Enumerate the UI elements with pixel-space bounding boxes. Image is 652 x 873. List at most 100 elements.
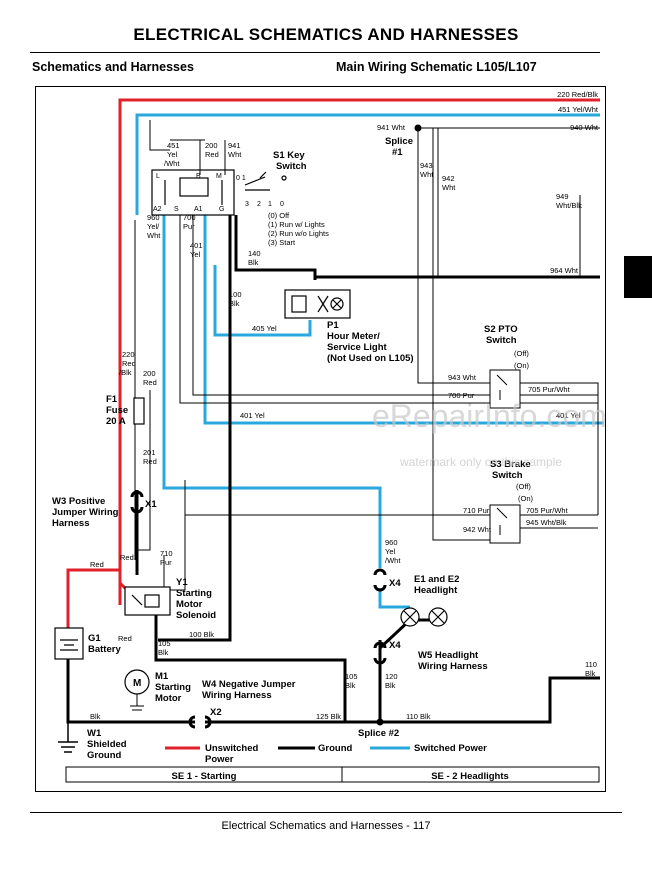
brake-off-label: (Off)	[516, 482, 531, 491]
fuse-body	[133, 397, 145, 425]
pto-off-label: (Off)	[514, 349, 529, 358]
watermark-logo: eRepairInfo.com	[372, 398, 607, 434]
terminal-g: G	[219, 206, 224, 213]
footer-rule	[30, 812, 622, 813]
headlights-body	[400, 607, 448, 627]
svg-text:(2) Run w/o Lights: (2) Run w/o Lights	[268, 229, 329, 238]
terminal-s: S	[174, 206, 179, 213]
shielded-ground-symbol	[58, 722, 78, 753]
wire-label-100-blk-sol: 100 Blk	[189, 630, 214, 639]
switch-positions-top: 0 1	[236, 175, 246, 182]
terminal-l: L	[156, 173, 160, 180]
switch-position-2: 2	[257, 201, 261, 208]
wire-label-710-pur-brake: 710 Pur	[463, 506, 490, 515]
wire-label-940-wht: 940 Wht	[570, 123, 599, 132]
terminal-m: M	[216, 173, 222, 180]
motor-symbol: M	[133, 678, 141, 689]
signal-wires	[134, 120, 600, 600]
diagram-title: Main Wiring Schematic L105/L107	[336, 60, 537, 74]
x1-label: X1	[145, 499, 157, 510]
wire-label-401-yel-mid: 401 Yel	[240, 411, 265, 420]
connector-x2	[188, 715, 212, 729]
legend-ground: Ground	[318, 743, 352, 754]
splice-1-dot	[414, 124, 422, 132]
terminal-a2: A2	[153, 206, 162, 213]
splice-2-dot	[376, 718, 384, 726]
section-se2: SE - 2 Headlights	[431, 771, 509, 782]
wire-label-red-w3: Red	[120, 553, 134, 562]
wire-label-405-yel: 405 Yel	[252, 324, 277, 333]
header-rule	[30, 52, 600, 53]
wire-label-125-blk: 125 Blk	[316, 712, 341, 721]
splice-2-label: Splice #2	[358, 728, 399, 739]
x2-label: X2	[210, 707, 222, 718]
brake-on-label: (On)	[518, 494, 534, 503]
x4-top-label: X4	[389, 578, 401, 589]
page-title: ELECTRICAL SCHEMATICS AND HARNESSES	[133, 25, 519, 44]
section-table: SE 1 - Starting SE - 2 Headlights	[65, 766, 600, 783]
wire-label-700-pur-pto: 700 Pur	[448, 391, 475, 400]
wire-label-red-sol: Red	[118, 634, 132, 643]
svg-text:(1) Run w/ Lights: (1) Run w/ Lights	[268, 220, 325, 229]
section-heading: Schematics and Harnesses	[32, 60, 194, 74]
x4-bottom-label: X4	[389, 640, 401, 651]
wire-label-964-wht: 964 Wht	[550, 266, 579, 275]
wire-label-451-yel-wht-top: 451 Yel/Wht	[558, 105, 599, 114]
wire-label-blk: Blk	[90, 712, 101, 721]
chapter-tab	[624, 256, 652, 298]
key-switch-body	[151, 169, 287, 216]
hour-meter-body	[284, 289, 351, 319]
wire-label-401-yel-right: 401 Yel	[556, 411, 581, 420]
svg-text:(3) Start: (3) Start	[268, 238, 296, 247]
diagram-frame	[35, 86, 606, 792]
wire-label-705-pur-wht-brake: 705 Pur/Wht	[526, 506, 569, 515]
splice-1-label: Splice#1	[385, 136, 413, 158]
switch-position-0: 0	[280, 201, 284, 208]
connector-x1	[130, 490, 144, 514]
wire-label-945-wht-blk: 945 Wht/Blk	[526, 518, 567, 527]
switched-power-wires	[135, 113, 604, 609]
wire-label-110-blk: 110 Blk	[406, 712, 431, 721]
wire-label-220-red-blk-top: 220 Red/Blk	[557, 90, 598, 99]
switch-position-1: 1	[268, 201, 272, 208]
wire-label-705-pur-wht-pto: 705 Pur/Wht	[528, 385, 571, 394]
watermark-note: watermark only on this sample	[399, 455, 562, 469]
pto-on-label: (On)	[514, 361, 530, 370]
connector-x4-top	[373, 568, 387, 592]
switch-position-3: 3	[245, 201, 249, 208]
page-footer: Electrical Schematics and Harnesses - 11…	[221, 820, 431, 832]
legend-switched: Switched Power	[414, 743, 487, 754]
